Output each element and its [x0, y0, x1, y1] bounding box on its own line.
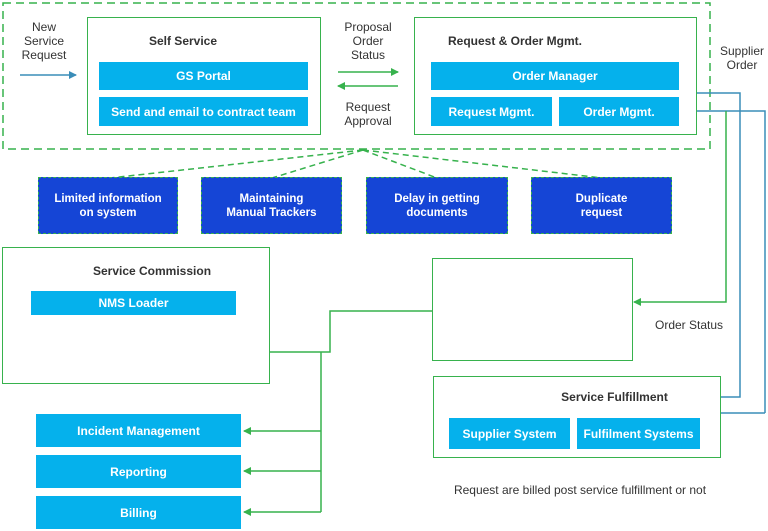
proposal-order-status-label: Proposal Order Status [344, 20, 392, 62]
reporting-box[interactable]: Reporting [36, 455, 241, 488]
supplier-order-line [696, 92, 741, 401]
billing-box[interactable]: Billing [36, 496, 241, 529]
issue-manual-trackers[interactable]: Maintaining Manual Trackers [201, 177, 342, 234]
fulfilment-systems-box[interactable]: Fulfilment Systems [577, 418, 700, 449]
self-service-title: Self Service [148, 33, 218, 48]
inventory-panel [432, 258, 633, 361]
order-status-label: Order Status [654, 318, 724, 332]
inventory-to-nmdb-line [239, 310, 432, 356]
request-mgmt-box[interactable]: Request Mgmt. [431, 97, 552, 126]
new-service-request-label: New Service Request [21, 20, 67, 62]
request-approval-label: Request Approval [344, 100, 392, 128]
incident-management-box[interactable]: Incident Management [36, 414, 241, 447]
service-commission-panel [2, 247, 270, 384]
service-commission-title: Service Commission [92, 264, 212, 278]
billing-footnote: Request are billed post service fulfillm… [453, 483, 707, 497]
intake-region-border [2, 2, 711, 150]
order-mgmt-box[interactable]: Order Mgmt. [559, 97, 679, 126]
service-fulfillment-title: Service Fulfillment [561, 390, 668, 404]
issue-limited-information[interactable]: Limited information on system [38, 177, 178, 234]
send-email-box[interactable]: Send and email to contract team [99, 97, 308, 126]
gs-portal-box[interactable]: GS Portal [99, 62, 308, 90]
nmdb-label: NMDB [156, 350, 196, 366]
order-mgmt-return-line [679, 107, 766, 413]
issue-duplicate-request[interactable]: Duplicate request [531, 177, 672, 234]
nms-loader-box[interactable]: NMS Loader [31, 291, 236, 315]
request-order-title: Request & Order Mgmt. [447, 33, 582, 48]
issue-fan-lines [109, 149, 603, 179]
inventory-label: Inventory [503, 293, 562, 309]
order-manager-box[interactable]: Order Manager [431, 62, 679, 90]
order-status-line [633, 111, 727, 306]
issue-delay-documents[interactable]: Delay in getting documents [366, 177, 508, 234]
supplier-system-box[interactable]: Supplier System [449, 418, 570, 449]
supplier-order-label: Supplier Order [719, 44, 765, 72]
